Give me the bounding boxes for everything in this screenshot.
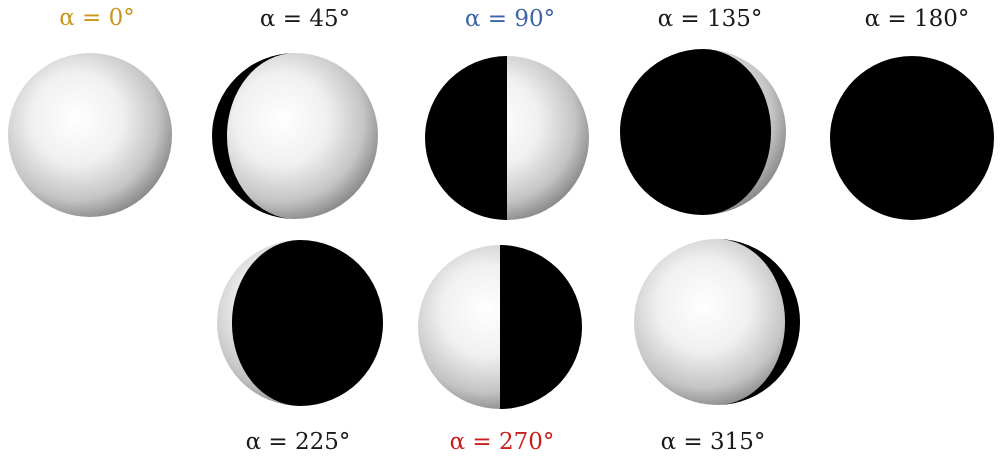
sphere-phase-180 — [830, 56, 994, 220]
sphere-phase-0 — [8, 53, 172, 217]
phase-label-225: α = 225° — [245, 429, 351, 455]
phase-label-45: α = 45° — [259, 6, 351, 32]
phase-label-270: α = 270° — [449, 429, 555, 455]
phase-label-90: α = 90° — [464, 6, 556, 32]
shadow-region — [500, 245, 582, 409]
phase-label-0: α = 0° — [59, 5, 135, 31]
shadow-region — [231, 240, 383, 406]
sphere-phase-90 — [425, 56, 589, 220]
phase-label-315: α = 315° — [660, 429, 766, 455]
shadow-region — [425, 56, 507, 220]
lit-disk — [634, 239, 800, 405]
dark-disk — [830, 56, 994, 220]
sphere-phase-315 — [634, 239, 800, 405]
sphere-phase-225 — [217, 240, 383, 406]
shadow-region — [212, 53, 295, 219]
lit-disk — [212, 53, 378, 219]
phase-label-180: α = 180° — [864, 6, 970, 32]
shadow-region — [717, 239, 800, 405]
sphere-phase-45 — [212, 53, 378, 219]
sphere-phase-135 — [620, 48, 786, 215]
phase-label-135: α = 135° — [657, 6, 763, 32]
sphere-phase-270 — [418, 245, 582, 409]
shadow-region — [620, 48, 772, 215]
lit-disk — [8, 53, 172, 217]
